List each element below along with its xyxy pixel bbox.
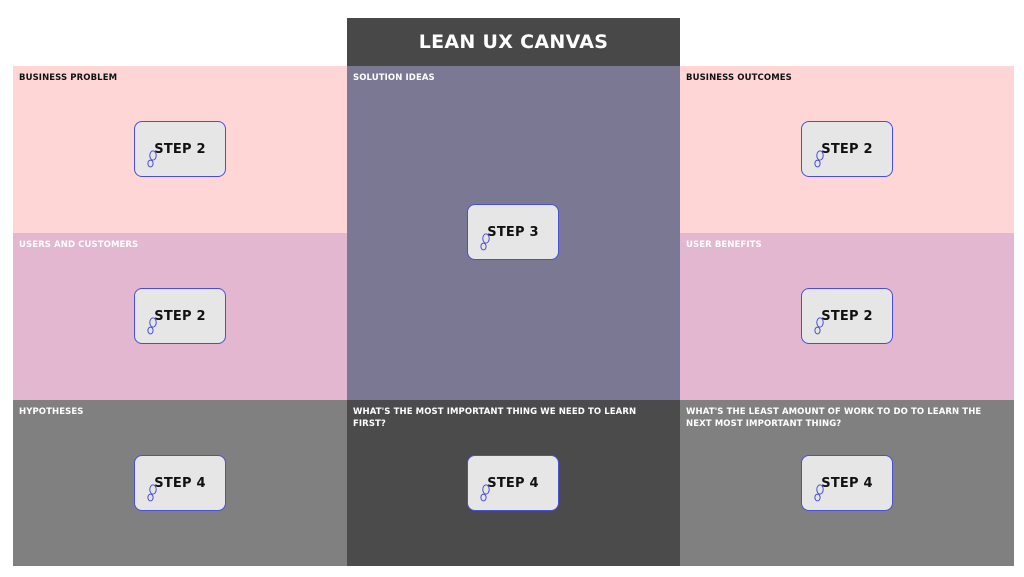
canvas-title: LEAN UX CANVAS (347, 18, 680, 66)
least-work-label: WHAT'S THE LEAST AMOUNT OF WORK TO DO TO… (686, 407, 982, 429)
footprint-icon (814, 317, 824, 335)
sticky-least-work[interactable]: STEP 4 (801, 455, 893, 511)
sticky-business-problem[interactable]: STEP 2 (134, 121, 226, 177)
footprint-icon (814, 150, 824, 168)
sticky-business-outcomes[interactable]: STEP 2 (801, 121, 893, 177)
sticky-hypotheses[interactable]: STEP 4 (134, 455, 226, 511)
sticky-user-benefits[interactable]: STEP 2 (801, 288, 893, 344)
sticky-users-and-customers[interactable]: STEP 2 (134, 288, 226, 344)
footprint-icon (147, 150, 157, 168)
solution-ideas-label: SOLUTION IDEAS (353, 73, 435, 83)
sticky-learn-first[interactable]: STEP 4 (467, 455, 559, 511)
step-label: STEP 2 (821, 308, 873, 324)
business-outcomes-label: BUSINESS OUTCOMES (686, 73, 792, 83)
step-label: STEP 2 (821, 141, 873, 157)
step-label: STEP 2 (154, 308, 206, 324)
learn-first-label: WHAT'S THE MOST IMPORTANT THING WE NEED … (353, 407, 637, 429)
step-label: STEP 3 (487, 224, 539, 240)
sticky-solution-ideas[interactable]: STEP 3 (467, 204, 559, 260)
footprint-icon (480, 484, 490, 502)
hypotheses-label: HYPOTHESES (19, 407, 84, 417)
step-label: STEP 4 (487, 475, 539, 491)
step-label: STEP 4 (821, 475, 873, 491)
business-problem-label: BUSINESS PROBLEM (19, 73, 118, 83)
step-label: STEP 4 (154, 475, 206, 491)
step-label: STEP 2 (154, 141, 206, 157)
footprint-icon (814, 484, 824, 502)
footprint-icon (147, 484, 157, 502)
user-benefits-label: USER BENEFITS (686, 240, 762, 250)
footprint-icon (480, 233, 490, 251)
footprint-icon (147, 317, 157, 335)
users-and-customers-label: USERS AND CUSTOMERS (19, 240, 139, 250)
